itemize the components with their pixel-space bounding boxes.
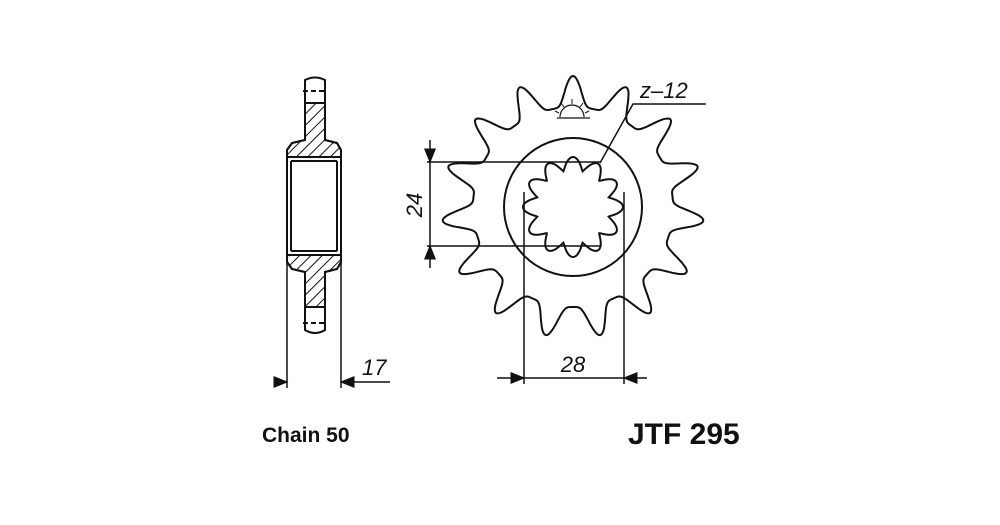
sprocket-outline: [441, 74, 705, 337]
sprocket-front-view: [424, 74, 706, 384]
part-number-caption: JTF 295: [628, 418, 740, 451]
side-section-view: [273, 76, 390, 388]
spline-bore-outline: [521, 155, 625, 259]
thickness-dimension-label: 17: [362, 355, 387, 380]
hub-circle: [503, 137, 643, 277]
tooth-count-label: z–12: [639, 78, 688, 103]
spline-width-dimension-label: 28: [560, 352, 586, 377]
chain-size-caption: Chain 50: [262, 424, 350, 447]
bore-height-dimension-label: 24: [402, 193, 427, 218]
